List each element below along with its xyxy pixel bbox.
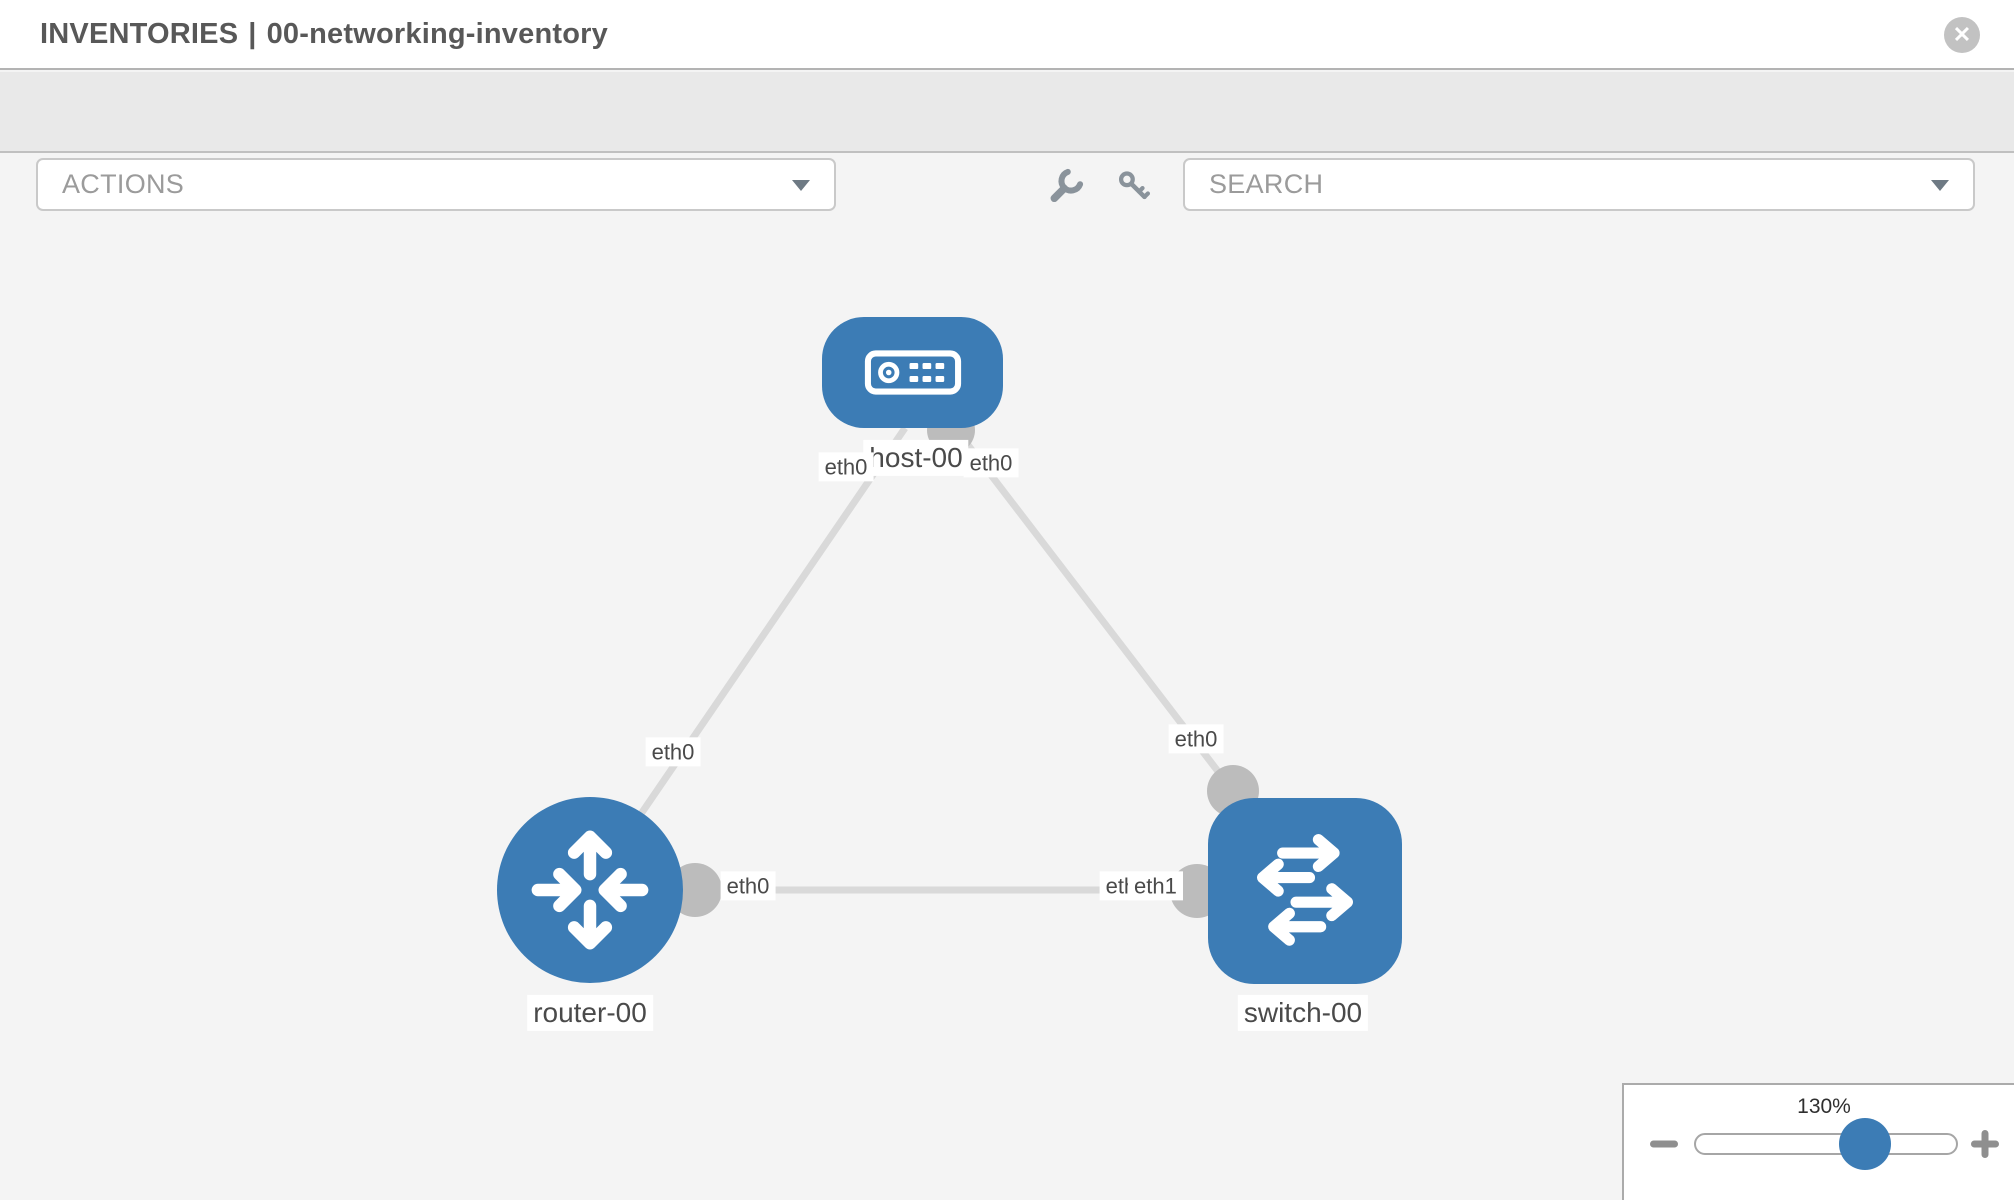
page-title-primary: INVENTORIES — [40, 17, 239, 50]
node-label-switch-00: switch-00 — [1237, 994, 1369, 1032]
node-label-host-00: host-00 — [863, 439, 969, 477]
port-label-router-diag: eth0 — [645, 737, 701, 767]
node-switch-00[interactable] — [1208, 798, 1402, 984]
topology-canvas[interactable]: host-00 router-00 switch-00 eth0 eth0 et… — [0, 155, 2014, 1200]
chevron-down-icon — [1931, 179, 1949, 191]
page-title: INVENTORIES | 00-networking-inventory — [40, 18, 608, 51]
port-label-host-left: eth0 — [818, 452, 874, 482]
zoom-panel: 130% — [1622, 1083, 2014, 1200]
page-header: INVENTORIES | 00-networking-inventory ✕ — [0, 0, 2014, 70]
page-title-separator: | — [248, 17, 257, 50]
zoom-level-value: 130% — [1797, 1095, 1851, 1118]
zoom-out-button[interactable] — [1648, 1128, 1680, 1160]
plus-icon — [1971, 1130, 1999, 1158]
close-button[interactable]: ✕ — [1944, 17, 1980, 53]
toolbar: ACTIONS SEARCH — [0, 72, 2014, 211]
node-router-00[interactable] — [497, 797, 683, 983]
link-host-router — [627, 426, 908, 832]
zoom-slider-track[interactable] — [1694, 1133, 1958, 1155]
router-icon — [531, 830, 649, 950]
search-dropdown[interactable]: SEARCH — [1183, 158, 1975, 211]
port-label-switch-eth1: eth1 — [1128, 871, 1183, 901]
actions-dropdown[interactable]: ACTIONS — [36, 158, 836, 211]
port-label-router-eth0: eth0 — [720, 871, 776, 901]
chevron-down-icon — [792, 179, 810, 191]
zoom-in-button[interactable] — [1969, 1128, 2001, 1160]
node-host-00[interactable] — [822, 317, 1003, 428]
key-icon — [1118, 171, 1151, 200]
topology-links-layer — [627, 406, 1259, 918]
credentials-button[interactable] — [1114, 166, 1154, 206]
search-dropdown-label: SEARCH — [1209, 169, 1324, 199]
page-title-secondary: 00-networking-inventory — [266, 17, 608, 50]
port-label-host-right: eth0 — [963, 448, 1019, 478]
switch-icon — [1256, 834, 1354, 946]
actions-dropdown-label: ACTIONS — [62, 169, 185, 199]
port-label-switch-diag: eth0 — [1168, 724, 1224, 754]
close-icon: ✕ — [1952, 22, 1972, 47]
configure-button[interactable] — [1046, 166, 1086, 206]
zoom-slider-thumb[interactable] — [1839, 1118, 1891, 1170]
wrench-icon — [1050, 168, 1084, 203]
node-label-router-00: router-00 — [527, 994, 653, 1032]
minus-icon — [1650, 1140, 1678, 1148]
host-icon — [864, 350, 961, 395]
